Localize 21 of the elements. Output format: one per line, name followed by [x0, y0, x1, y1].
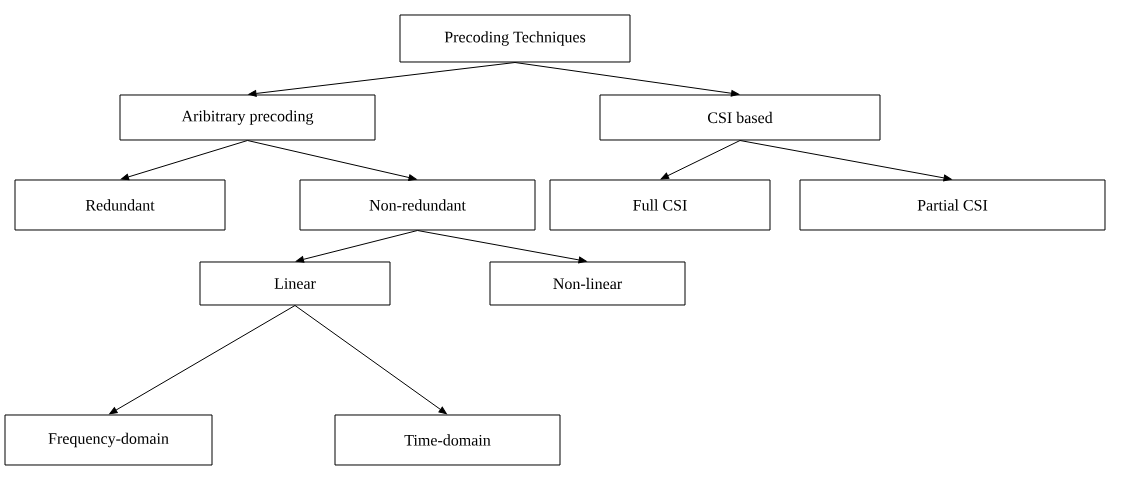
arrow	[514, 62, 740, 97]
category-box: Partial CSI	[799, 179, 1106, 231]
arrow	[295, 230, 418, 263]
category-box: Full CSI	[549, 179, 771, 231]
category-box: Precoding Techniques	[399, 14, 631, 63]
arrow	[739, 140, 952, 182]
category-box: Non-redundant	[299, 179, 536, 231]
category-box: Redundant	[14, 179, 226, 231]
arrow	[109, 305, 296, 415]
arrow	[417, 230, 587, 264]
category-box: Aribitrary precoding	[119, 94, 376, 141]
category-box: Time-domain	[334, 414, 561, 466]
category-box: Frequency-domain	[4, 414, 213, 466]
arrow	[294, 305, 447, 415]
category-box: Linear	[199, 261, 391, 306]
category-box: CSI based	[599, 94, 881, 141]
arrow	[120, 140, 248, 181]
arrow	[248, 62, 516, 97]
arrow	[660, 140, 741, 180]
arrow	[247, 140, 417, 181]
category-box: Non-linear	[489, 261, 686, 306]
